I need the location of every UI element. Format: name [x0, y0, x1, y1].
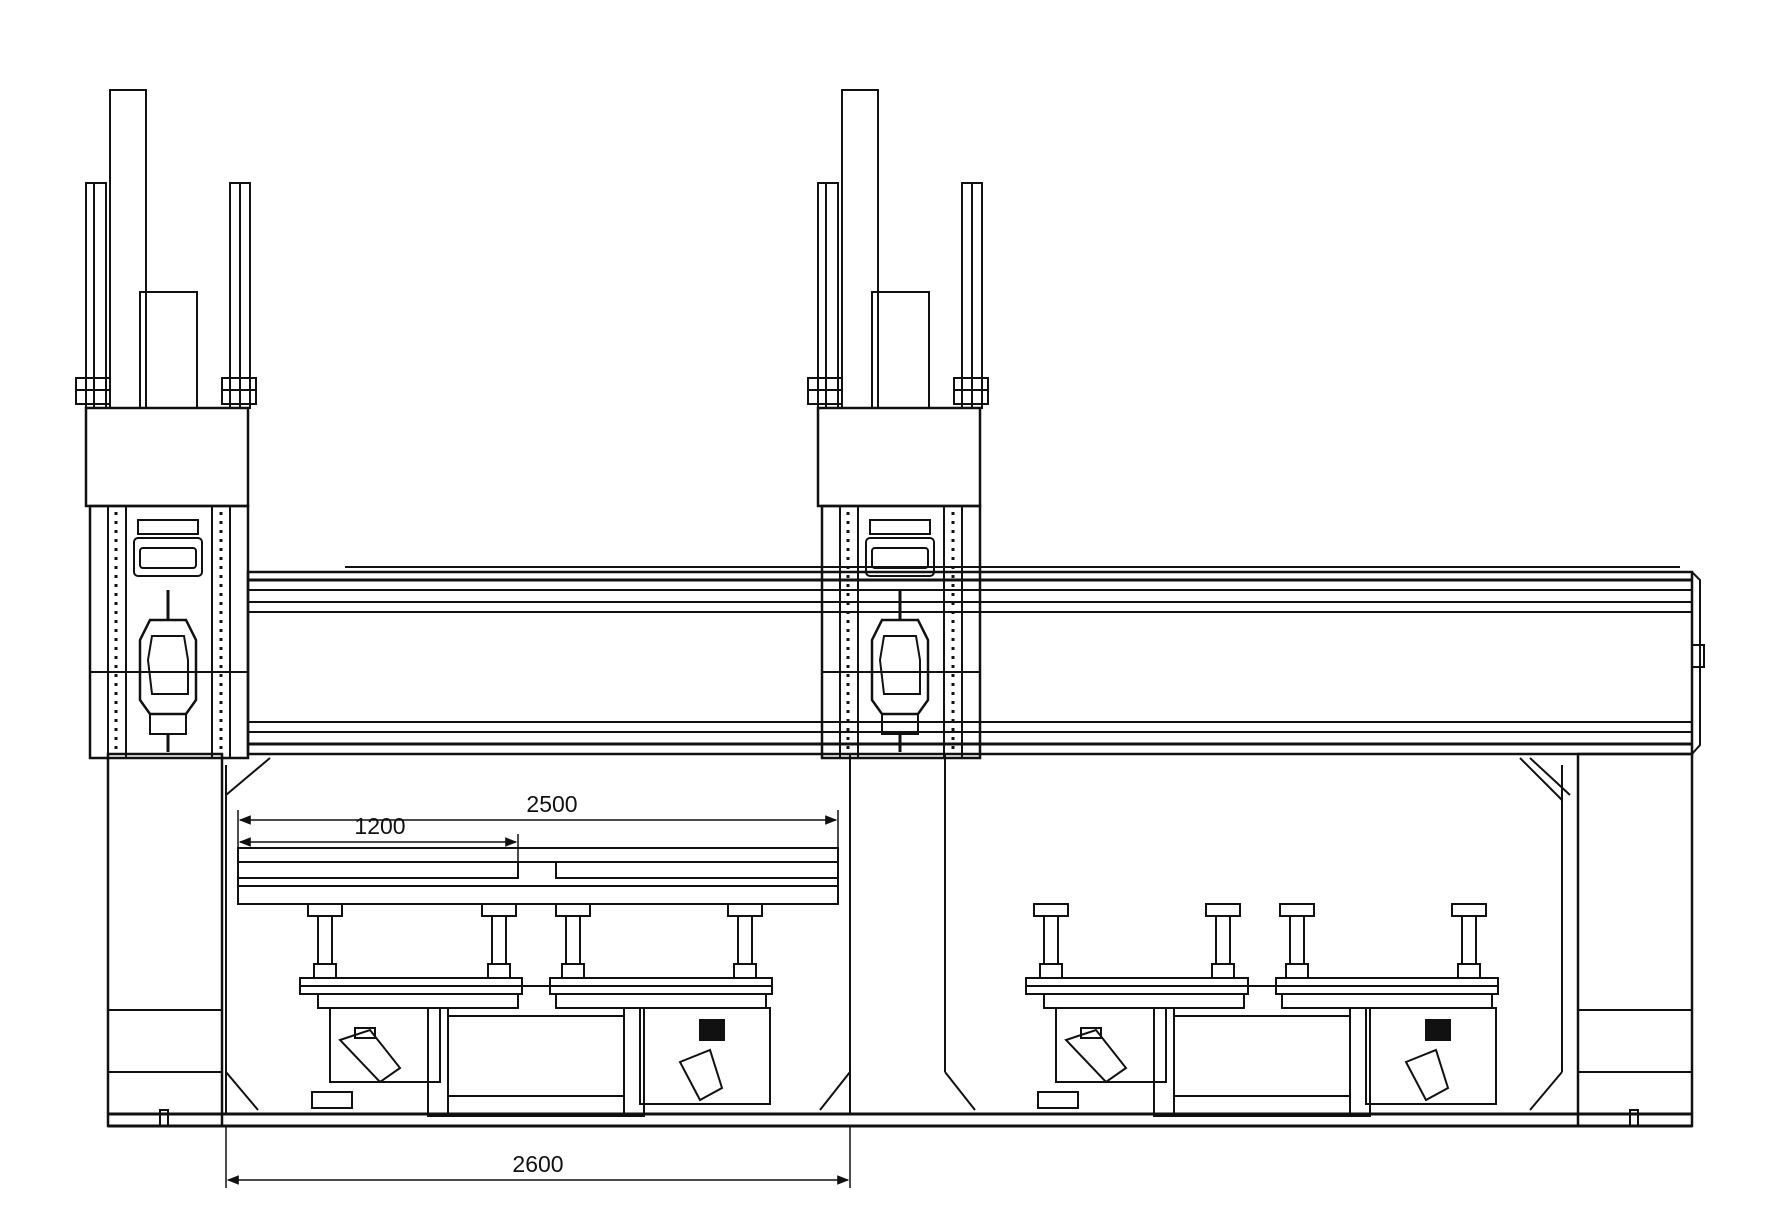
suction-cup — [1033, 903, 1069, 979]
gantry-beam — [246, 566, 1705, 756]
left-clamping-unit — [299, 903, 773, 1117]
right-clamping-unit — [1025, 903, 1499, 1117]
dimension-2600 — [225, 1126, 851, 1188]
suction-cup — [307, 903, 343, 979]
machine-frame — [106, 752, 1694, 1128]
suction-cup — [481, 903, 517, 979]
suction-cup — [727, 903, 763, 979]
dimension-2500 — [237, 810, 839, 848]
workpiece-panel — [237, 847, 839, 905]
suction-cup — [1451, 903, 1487, 979]
suction-cup — [1279, 903, 1315, 979]
suction-cup — [1205, 903, 1241, 979]
left-spindle-head — [75, 89, 257, 760]
suction-cup — [555, 903, 591, 979]
dimension-label-1200: 1200 — [354, 813, 405, 839]
right-spindle-head — [807, 89, 989, 760]
dimension-label-2500: 2500 — [526, 791, 577, 817]
dimension-1200 — [238, 834, 519, 862]
dimension-label-2600: 2600 — [512, 1151, 563, 1177]
